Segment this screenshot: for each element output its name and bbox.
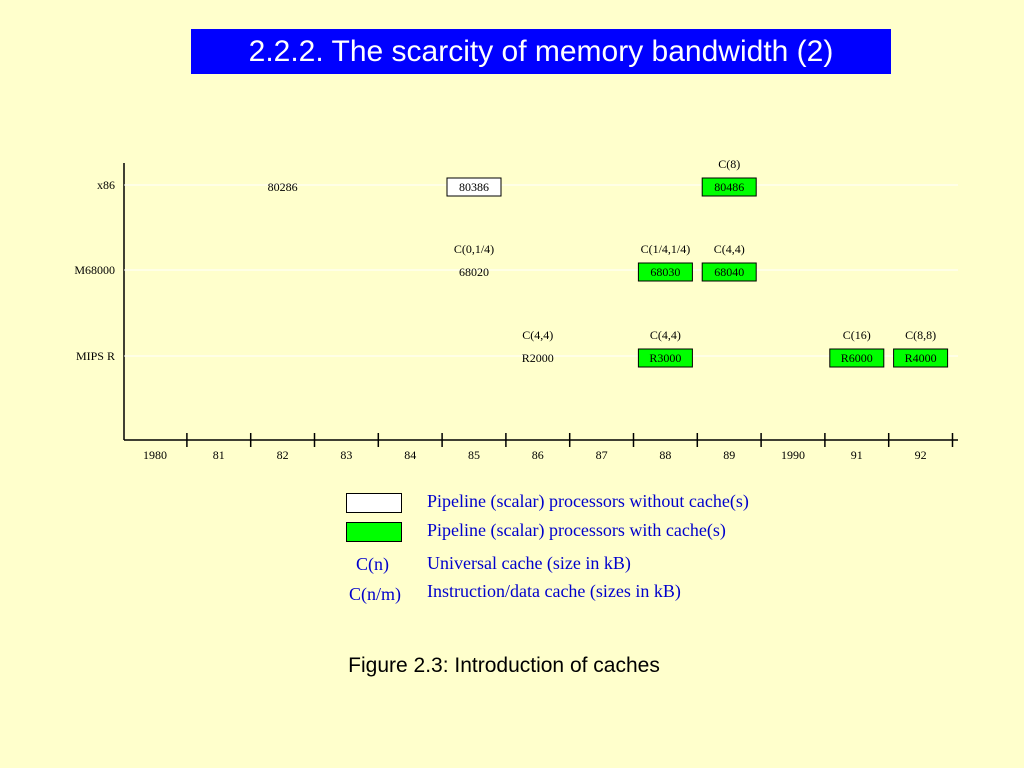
tick-label: 89 [723, 448, 735, 462]
processor-label-r3000: R3000 [649, 351, 681, 365]
legend-label-split-cache: Instruction/data cache (sizes in kB) [427, 581, 681, 601]
legend-label-with-cache: Pipeline (scalar) processors with cache(… [427, 520, 726, 540]
legend-label-without-cache: Pipeline (scalar) processors without cac… [427, 491, 749, 511]
cache-label-r4000: C(8,8) [905, 328, 936, 342]
cache-label-68040: C(4,4) [714, 242, 745, 256]
processor-box-r3000 [637, 348, 693, 368]
processor-box-r6000 [829, 348, 885, 368]
tick-label: 1980 [143, 448, 167, 462]
tick-label: 91 [851, 448, 863, 462]
processor-box-80486 [701, 177, 757, 197]
processor-box-68030 [637, 262, 693, 282]
processor-label-r4000: R4000 [905, 351, 937, 365]
cache-label-80486: C(8) [718, 157, 740, 171]
legend-swatch-without-cache [346, 493, 402, 513]
cache-label-r6000: C(16) [843, 328, 871, 342]
legend-symbol-split-cache: C(n/m) [349, 584, 401, 604]
tick-label: 85 [468, 448, 480, 462]
cache-label-68030: C(1/4,1/4) [641, 242, 691, 256]
legend-symbol-universal-cache: C(n) [356, 554, 389, 574]
tick-label: 84 [404, 448, 416, 462]
tick-label: 88 [659, 448, 671, 462]
tick-label: 87 [596, 448, 608, 462]
tick-label: 81 [213, 448, 225, 462]
row-label-m68000: M68000 [74, 263, 115, 277]
legend-label-universal-cache: Universal cache (size in kB) [427, 553, 631, 573]
processor-label-80486: 80486 [714, 180, 744, 194]
tick-label: 83 [340, 448, 352, 462]
slide-title: 2.2.2. The scarcity of memory bandwidth … [191, 29, 891, 74]
cache-label-r3000: C(4,4) [650, 328, 681, 342]
tick-label: 82 [277, 448, 289, 462]
processor-label-68030: 68030 [650, 265, 680, 279]
row-label-mips-r: MIPS R [76, 349, 115, 363]
processor-label-80286: 80286 [268, 180, 298, 194]
legend-swatch-with-cache [346, 522, 402, 542]
tick-label: 1990 [781, 448, 805, 462]
processor-box-80386 [446, 177, 502, 197]
tick-label: 92 [915, 448, 927, 462]
tick-label: 86 [532, 448, 544, 462]
processor-label-80386: 80386 [459, 180, 489, 194]
figure-caption: Figure 2.3: Introduction of caches [348, 654, 660, 677]
row-label-x86: x86 [97, 178, 115, 192]
processor-box-r4000 [893, 348, 949, 368]
cache-label-68020: C(0,1/4) [454, 242, 494, 256]
cache-label-r2000: C(4,4) [522, 328, 553, 342]
processor-label-r6000: R6000 [841, 351, 873, 365]
processor-label-68020: 68020 [459, 265, 489, 279]
processor-label-r2000: R2000 [522, 351, 554, 365]
processor-label-68040: 68040 [714, 265, 744, 279]
processor-box-68040 [701, 262, 757, 282]
